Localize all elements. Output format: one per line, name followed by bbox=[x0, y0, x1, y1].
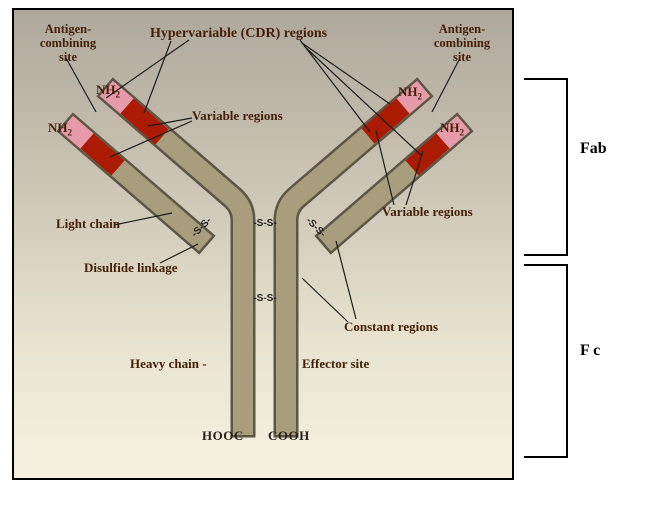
constant-regions-label: Constant regions bbox=[344, 319, 439, 334]
light-chain-label: Light chain bbox=[56, 216, 120, 231]
nh2-text: NH bbox=[440, 120, 460, 135]
nh2-label-right-outer: NH2 bbox=[440, 120, 465, 138]
right-heavy-chain bbox=[276, 80, 431, 435]
antigen-site-right-pointer bbox=[431, 57, 461, 113]
fab-label: Fab bbox=[580, 140, 607, 157]
light-chain-pointer bbox=[113, 212, 173, 226]
nh2-label-left-outer: NH2 bbox=[48, 120, 73, 138]
fc-bracket bbox=[524, 264, 568, 458]
nh2-subscript: 2 bbox=[67, 127, 73, 138]
left-light-antigen-tip bbox=[59, 115, 103, 157]
left-heavy-antigen-tip bbox=[99, 80, 143, 122]
heavy-chain-label: Heavy chain - bbox=[130, 356, 207, 371]
cdr-left-pointer-1 bbox=[105, 39, 190, 99]
nh2-text: NH bbox=[96, 82, 116, 97]
fc-label: F c bbox=[580, 342, 601, 359]
left-heavy-variable-region bbox=[120, 98, 169, 145]
right-light-variable-region bbox=[405, 133, 450, 176]
variable-right-pointer-1 bbox=[375, 130, 395, 206]
left-light-variable-region bbox=[80, 133, 125, 176]
constant-regions-pointer-2 bbox=[301, 277, 349, 323]
cdr-right-pointer-1 bbox=[301, 42, 391, 105]
fab-bracket bbox=[524, 78, 568, 256]
nh2-label-left-inner: NH2 bbox=[96, 82, 121, 100]
right-heavy-antigen-tip bbox=[387, 80, 431, 122]
nh2-subscript: 2 bbox=[115, 89, 121, 100]
label-line: Antigen- bbox=[438, 22, 486, 36]
nh2-label-right-inner: NH2 bbox=[398, 84, 423, 102]
disulfide-linkage-label: Disulfide linkage bbox=[84, 260, 178, 275]
cdr-right-pointer-3 bbox=[299, 39, 371, 133]
antigen-combining-site-label-right: Antigen- combining site bbox=[418, 22, 506, 64]
label-line: combining bbox=[39, 36, 97, 50]
variable-regions-label-right: Variable regions bbox=[382, 204, 473, 219]
cdr-right-pointer-2 bbox=[303, 45, 423, 157]
nh2-text: NH bbox=[48, 120, 68, 135]
disulfide-bond-center-top: -S-S- bbox=[253, 218, 277, 229]
label-line: Antigen- bbox=[44, 22, 92, 36]
disulfide-bond-center-bottom: -S-S- bbox=[253, 293, 277, 304]
disulfide-linkage-pointer bbox=[159, 243, 199, 264]
effector-site-label: Effector site bbox=[302, 356, 370, 371]
hypervariable-cdr-label: Hypervariable (CDR) regions bbox=[150, 26, 328, 41]
nh2-subscript: 2 bbox=[417, 91, 423, 102]
variable-regions-label-left: Variable regions bbox=[192, 108, 283, 123]
antigen-combining-site-label-left: Antigen- combining site bbox=[24, 22, 112, 64]
right-heavy-variable-region bbox=[361, 98, 410, 144]
label-line: site bbox=[58, 50, 78, 64]
nh2-text: NH bbox=[398, 84, 418, 99]
cdr-left-pointer-2 bbox=[143, 40, 172, 114]
left-heavy-chain bbox=[99, 80, 253, 435]
constant-regions-pointer-1 bbox=[335, 240, 357, 320]
variable-right-pointer-2 bbox=[405, 150, 424, 206]
cooh-terminus-label: COOH bbox=[268, 428, 310, 443]
label-line: site bbox=[452, 50, 472, 64]
label-line: combining bbox=[433, 36, 491, 50]
hooc-terminus-label: HOOC bbox=[202, 428, 244, 443]
right-light-antigen-tip bbox=[427, 115, 471, 157]
antibody-drawing bbox=[56, 39, 474, 438]
nh2-subscript: 2 bbox=[459, 127, 465, 138]
variable-left-pointer-2 bbox=[109, 120, 193, 158]
antigen-site-left-pointer bbox=[65, 57, 97, 113]
variable-left-pointer-1 bbox=[147, 117, 193, 127]
diagram-panel: Antigen- combining site Hypervariable (C… bbox=[12, 8, 514, 480]
